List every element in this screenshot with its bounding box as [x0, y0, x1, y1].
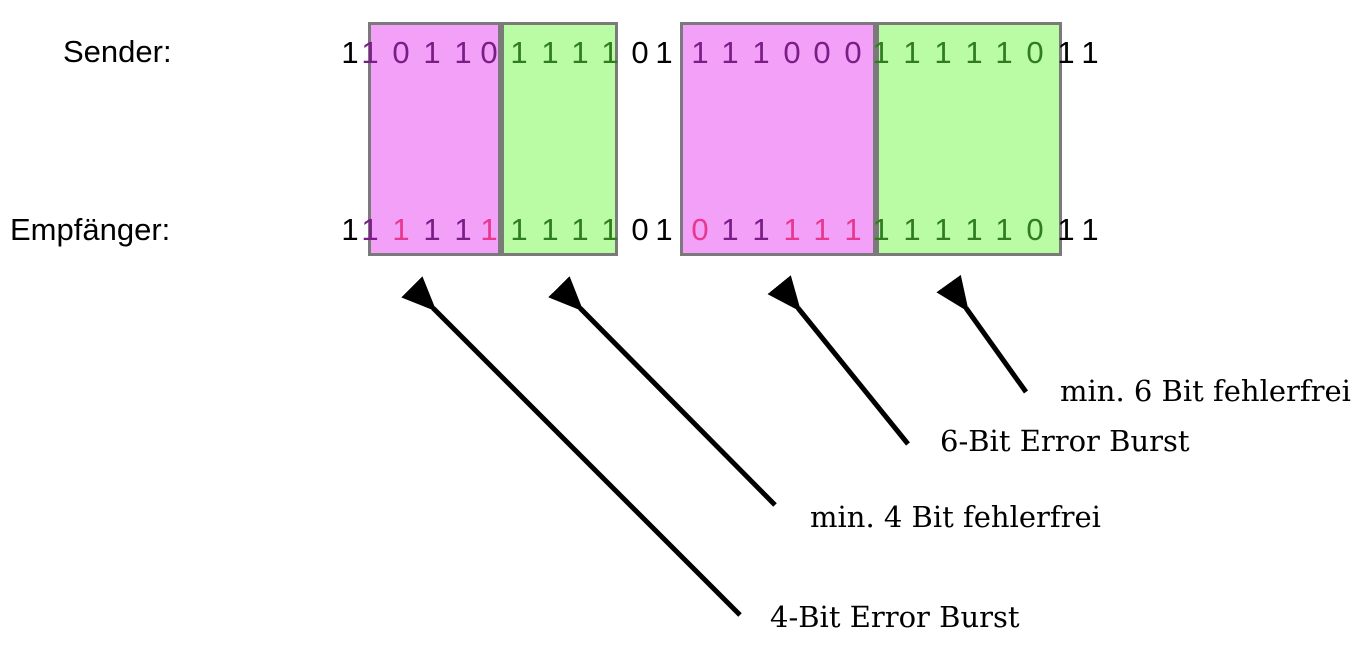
receiver-bit: 1	[995, 212, 1013, 247]
sender-bit: 1	[721, 35, 739, 70]
sender-bit: 1	[541, 35, 559, 70]
receiver-bit: 1	[454, 212, 472, 247]
sender-bit: 1	[655, 35, 673, 70]
sender-bit: 0	[480, 35, 498, 70]
receiver-bit: 1	[844, 212, 862, 247]
sender-bit: 0	[783, 35, 801, 70]
sender-bit: 1	[1057, 35, 1075, 70]
receiver-bit: 0	[631, 212, 649, 247]
sender-bit: 0	[844, 35, 862, 70]
receiver-bit: 1	[361, 212, 379, 247]
sender-label: Sender:	[63, 34, 172, 69]
receiver-bit: 1	[721, 212, 739, 247]
receiver-bit: 1	[601, 212, 619, 247]
receiver-bit: 1	[1057, 212, 1075, 247]
receiver-bit: 1	[423, 212, 441, 247]
sender-bit: 1	[872, 35, 890, 70]
receiver-bit: 0	[1026, 212, 1044, 247]
error-burst-box	[680, 22, 876, 256]
sender-bit: 0	[392, 35, 410, 70]
receiver-bit: 1	[571, 212, 589, 247]
receiver-bit: 1	[934, 212, 952, 247]
receiver-bit: 1	[965, 212, 983, 247]
caption-6bit-burst: 6-Bit Error Burst	[940, 424, 1190, 458]
caption-pointer-arrow	[767, 275, 910, 446]
sender-bit: 1	[510, 35, 528, 70]
sender-bit: 0	[631, 35, 649, 70]
receiver-label: Empfänger:	[10, 212, 171, 247]
sender-bit: 0	[813, 35, 831, 70]
receiver-bit: 1	[480, 212, 498, 247]
sender-bit: 1	[454, 35, 472, 70]
caption-4bit-burst: 4-Bit Error Burst	[770, 600, 1020, 634]
sender-bit: 1	[341, 35, 359, 70]
sender-bit: 1	[903, 35, 921, 70]
sender-bit: 0	[1026, 35, 1044, 70]
receiver-bit: 0	[691, 212, 709, 247]
sender-bit: 1	[995, 35, 1013, 70]
receiver-bit: 1	[1081, 212, 1099, 247]
receiver-bit: 1	[655, 212, 673, 247]
sender-bit: 1	[934, 35, 952, 70]
sender-bit: 1	[601, 35, 619, 70]
receiver-bit: 1	[510, 212, 528, 247]
receiver-bit: 1	[341, 212, 359, 247]
error-free-box	[501, 22, 618, 256]
caption-min-6bit-clean: min. 6 Bit fehlerfrei	[1060, 374, 1351, 408]
sender-bit: 1	[965, 35, 983, 70]
sender-bit: 1	[691, 35, 709, 70]
receiver-bit: 1	[392, 212, 410, 247]
caption-min-4bit-clean: min. 4 Bit fehlerfrei	[810, 500, 1101, 534]
receiver-bit: 1	[541, 212, 559, 247]
sender-bit: 1	[752, 35, 770, 70]
sender-bit: 1	[1081, 35, 1099, 70]
receiver-bit: 1	[872, 212, 890, 247]
receiver-bit: 1	[813, 212, 831, 247]
receiver-bit: 1	[783, 212, 801, 247]
sender-bit: 1	[361, 35, 379, 70]
receiver-bit: 1	[903, 212, 921, 247]
sender-bit: 1	[423, 35, 441, 70]
caption-pointer-arrow	[936, 274, 1029, 394]
caption-pointer-arrow	[401, 276, 742, 617]
error-free-box	[876, 22, 1062, 256]
receiver-bit: 1	[752, 212, 770, 247]
sender-bit: 1	[571, 35, 589, 70]
caption-pointer-arrow	[548, 276, 777, 507]
